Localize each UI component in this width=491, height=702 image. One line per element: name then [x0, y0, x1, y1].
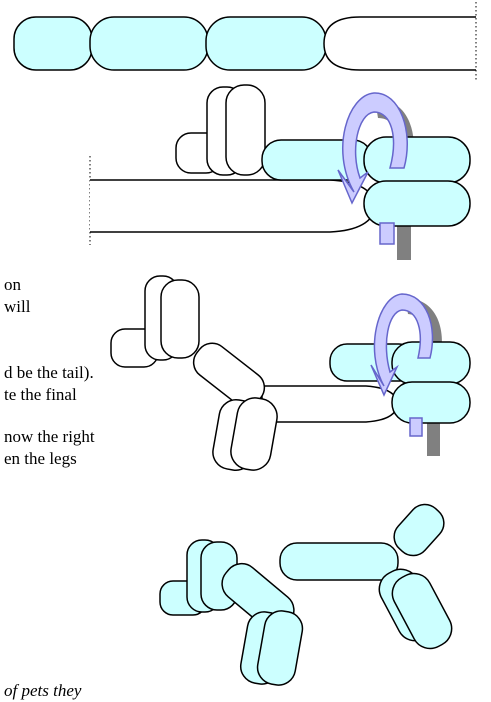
step3-ear-bubble-front: [160, 279, 200, 359]
step2-ear-bubble-front: [225, 84, 266, 176]
step3-balloon: [110, 275, 471, 471]
step1-bubble-3: [205, 16, 327, 71]
step3-front-leg-front: [230, 397, 278, 471]
step3-twist-shadow-stem: [427, 420, 440, 456]
step2-twist-arrow: [337, 92, 408, 205]
text-fragment: te the final: [4, 385, 77, 404]
step3-twist-arrow: [370, 293, 434, 397]
dog-front-leg-front: [256, 610, 304, 686]
dog-back-leg-front: [391, 572, 453, 650]
step3-body-tube: [261, 385, 399, 423]
step2-body-tube: [90, 179, 377, 233]
text-fragment: of pets they: [4, 681, 82, 700]
step1-uninflated-remainder: [323, 16, 476, 71]
step2-balloon: [89, 84, 471, 260]
finished-dog: [159, 503, 453, 686]
step2-twist-arrow-stem: [379, 222, 395, 245]
step3-twist-arrow-stem: [409, 417, 423, 437]
dog-tail-bubble: [393, 503, 445, 557]
step1-bubble-2: [89, 16, 209, 71]
text-fragment: will: [4, 297, 31, 316]
step3-back-leg-lower: [391, 381, 471, 424]
text-fragment: now the right: [4, 427, 95, 446]
text-fragment: d be the tail).: [4, 363, 94, 382]
step2-leg-bubble-upper: [363, 136, 471, 184]
step2-leg-bubble-lower: [363, 180, 471, 227]
text-fragment: on: [4, 275, 21, 294]
text-fragment: en the legs: [4, 449, 77, 468]
dog-body: [279, 542, 399, 581]
step1-bubble-1: [13, 16, 93, 71]
step1-balloon: [13, 2, 477, 82]
